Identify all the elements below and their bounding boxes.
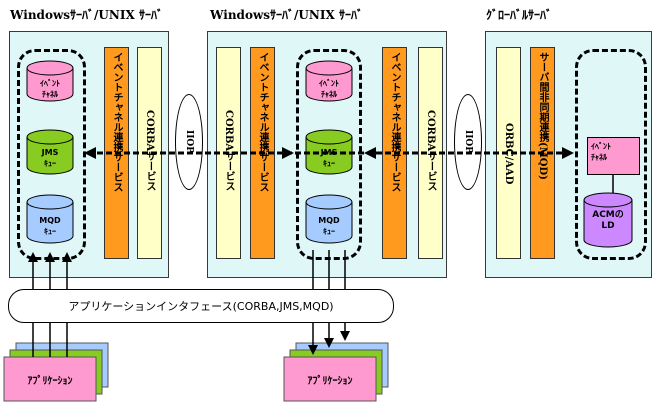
jms-queue-label-1: JMS ｷｭｰ — [41, 148, 59, 168]
jms-queue-cylinder-2 — [305, 129, 353, 175]
arrow-left-2 — [364, 147, 376, 159]
application-interface-label: アプリケーションインタフェース(CORBA,JMS,MQD) — [68, 300, 334, 313]
jms-queue-cylinder-1 — [26, 129, 74, 175]
server-title-1: Windowsｻｰﾊﾞ/UNIX ｻｰﾊﾞ — [10, 8, 163, 22]
server-title-2: Windowsｻｰﾊﾞ/UNIX ｻｰﾊﾞ — [210, 8, 363, 22]
iiop-link-1: IIOP — [175, 94, 203, 190]
server-title-3: ｸﾞﾛｰﾊﾞﾙｻｰﾊﾞ — [486, 8, 553, 22]
mqd-queue-cylinder-2 — [305, 194, 353, 244]
arrow-right-3 — [562, 147, 574, 159]
event-channel-cylinder-1 — [26, 60, 74, 102]
mqd-queue-label-2: MQD ｷｭｰ — [318, 216, 340, 236]
application-card-2 — [283, 356, 377, 402]
mqd-queue-label-1: MQD ｷｭｰ — [39, 216, 61, 236]
acm-ld-cylinder — [583, 192, 633, 248]
jms-queue-label-2: JMS ｷｭｰ — [320, 148, 338, 168]
mqd-queue-cylinder-1 — [26, 194, 74, 244]
application-label-1: ｱﾌﾟﾘｹｰｼｮﾝ — [27, 376, 73, 387]
application-interface-bar: アプリケーションインタフェース(CORBA,JMS,MQD) — [8, 289, 394, 323]
event-channel-box-line1: ｲﾍﾞﾝﾄ — [591, 142, 611, 151]
event-channel-cylinder-2 — [305, 60, 353, 102]
event-channel-box-line2: ﾁｬﾈﾙ — [591, 153, 607, 162]
iiop-label-2: IIOP — [463, 130, 473, 154]
event-channel-box-3: ｲﾍﾞﾝﾄ ﾁｬﾈﾙ — [587, 137, 640, 175]
acm-ld-label: ACMの LD — [592, 210, 624, 231]
iiop-label-1: IIOP — [184, 130, 194, 154]
arrow-left-1 — [84, 147, 96, 159]
event-channel-label-2: ｲﾍﾞﾝﾄ ﾁｬﾈﾙ — [319, 79, 339, 99]
application-label-2: ｱﾌﾟﾘｹｰｼｮﾝ — [307, 376, 353, 387]
event-channel-label-1: ｲﾍﾞﾝﾄ ﾁｬﾈﾙ — [40, 79, 60, 99]
iiop-link-2: IIOP — [454, 94, 482, 190]
arrow-right-2 — [282, 147, 294, 159]
queue-group-3 — [575, 49, 647, 260]
